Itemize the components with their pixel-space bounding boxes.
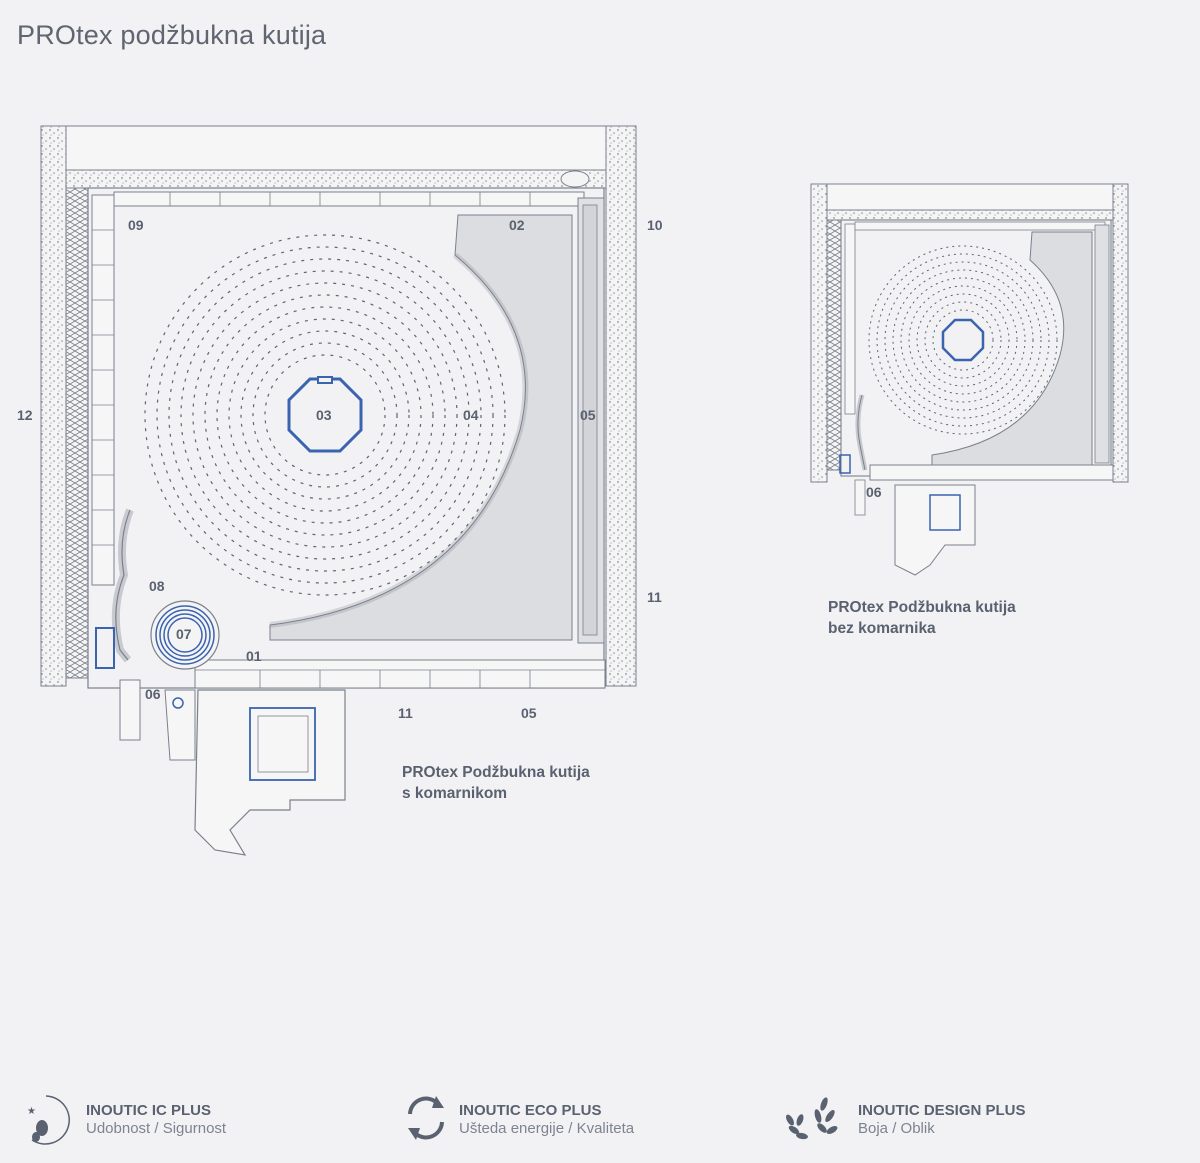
caption-with-screen: PROtex Podžbukna kutija s komarnikom xyxy=(402,762,590,804)
label-08: 08 xyxy=(149,578,165,594)
label-11-bottom: 11 xyxy=(398,705,413,721)
caption-right-line1: PROtex Podžbukna kutija xyxy=(828,599,1016,616)
left-wall xyxy=(40,125,67,687)
caption-left-line1: PROtex Podžbukna kutija xyxy=(402,764,590,781)
footer-design-plus: INOUTIC DESIGN PLUS Boja / Oblik xyxy=(782,1090,1102,1145)
footer-eco-title: INOUTIC ECO PLUS xyxy=(459,1102,602,1119)
recycle-arrows-icon xyxy=(408,1096,444,1140)
top-insulation xyxy=(65,169,607,189)
label-10: 10 xyxy=(647,217,663,233)
caption-right-line2: bez komarnika xyxy=(828,620,936,637)
caption-without-screen: PROtex Podžbukna kutija bez komarnika xyxy=(828,597,1016,639)
octagonal-shaft-small xyxy=(941,318,985,362)
label-05-bottom: 05 xyxy=(521,705,537,721)
footer-ic-subtitle: Udobnost / Sigurnost xyxy=(86,1120,227,1137)
laurel-wreath-icon xyxy=(786,1097,838,1140)
label-01: 01 xyxy=(246,648,262,664)
footer-eco-subtitle: Ušteda energije / Kvaliteta xyxy=(459,1120,635,1137)
left-cross-section xyxy=(40,125,637,856)
page-title: PROtex podžbukna kutija xyxy=(17,20,327,50)
label-05-side: 05 xyxy=(580,407,596,423)
right-cross-section xyxy=(810,183,1129,576)
side-cover-panel xyxy=(269,214,573,641)
label-12: 12 xyxy=(17,407,33,423)
footer-ic-plus: ★ INOUTIC IC PLUS Udobnost / Sigurnost xyxy=(18,1090,318,1145)
label-11-side: 11 xyxy=(647,589,662,605)
label-06: 06 xyxy=(145,686,161,702)
caption-left-line2: s komarnikom xyxy=(402,785,508,802)
footer-ic-title: INOUTIC IC PLUS xyxy=(86,1102,212,1119)
moon-star-icon: ★ xyxy=(27,1095,70,1145)
label-04: 04 xyxy=(463,407,479,423)
footer-eco-plus: INOUTIC ECO PLUS Ušteda energije / Kvali… xyxy=(398,1090,718,1145)
octagonal-shaft xyxy=(287,377,363,453)
footer-design-subtitle: Boja / Oblik xyxy=(858,1120,935,1137)
top-opening xyxy=(65,125,607,171)
label-09: 09 xyxy=(128,217,144,233)
window-frame-profile xyxy=(119,679,346,856)
label-02: 02 xyxy=(509,217,525,233)
svg-text:★: ★ xyxy=(27,1106,36,1117)
label-06-right: 06 xyxy=(866,484,882,500)
insect-screen-roll xyxy=(150,600,220,670)
right-wall xyxy=(605,125,637,687)
left-insulation xyxy=(65,187,89,679)
rolled-shutter-coil xyxy=(144,234,506,596)
footer-design-title: INOUTIC DESIGN PLUS xyxy=(858,1102,1026,1119)
label-07: 07 xyxy=(176,626,192,642)
label-03: 03 xyxy=(316,407,332,423)
